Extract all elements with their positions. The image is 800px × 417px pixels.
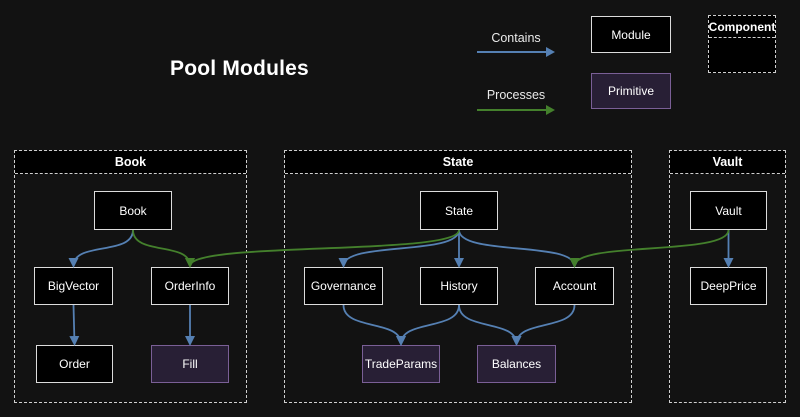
page-title: Pool Modules — [170, 57, 309, 80]
node-tradeparams: TradeParams — [362, 345, 440, 383]
vault-container-title: Vault — [670, 151, 785, 174]
node-history: History — [420, 267, 498, 305]
node-governance: Governance — [304, 267, 383, 305]
node-vault: Vault — [690, 191, 767, 230]
node-state: State — [420, 191, 498, 230]
node-fill: Fill — [151, 345, 229, 383]
legend-primitive-node: Primitive — [591, 73, 671, 109]
book-container: Book Book BigVector OrderInfo Order Fill — [14, 150, 247, 403]
node-account: Account — [535, 267, 614, 305]
legend-module-node: Module — [591, 16, 671, 53]
processes-arrow-icon — [477, 105, 555, 115]
legend-component-label: Component — [709, 16, 775, 38]
contains-arrow-icon — [477, 47, 555, 57]
node-bigvector: BigVector — [34, 267, 113, 305]
legend-component-node: Component — [708, 15, 776, 73]
node-balances: Balances — [477, 345, 556, 383]
node-order: Order — [36, 345, 113, 383]
book-container-title: Book — [15, 151, 246, 174]
node-orderinfo: OrderInfo — [151, 267, 229, 305]
node-book: Book — [94, 191, 172, 230]
state-container: State State Governance History Account T… — [284, 150, 632, 403]
legend-contains-label: Contains — [491, 31, 541, 45]
legend-processes-label: Processes — [486, 88, 546, 102]
state-container-title: State — [285, 151, 631, 174]
vault-container: Vault Vault DeepPrice — [669, 150, 786, 403]
node-deepprice: DeepPrice — [690, 267, 767, 305]
